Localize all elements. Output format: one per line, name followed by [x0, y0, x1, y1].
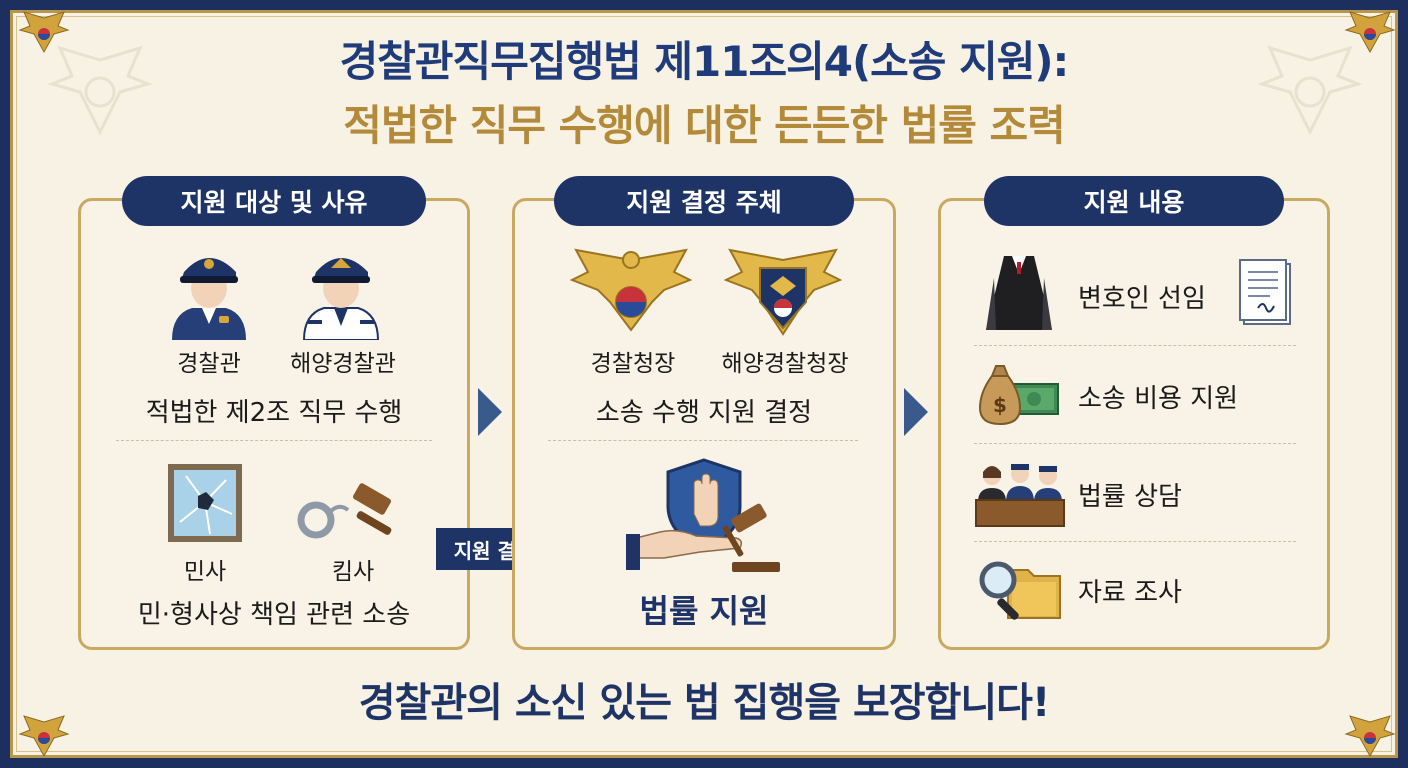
label-coast-guard-officer: 해양경찰관: [290, 351, 396, 377]
corner-emblem-top-left-icon: [18, 11, 70, 54]
panel-support-target: [78, 198, 470, 650]
corner-emblem-bottom-left-icon: [18, 715, 70, 758]
flow-arrow-2: [904, 388, 928, 436]
label-civil: 민사: [183, 559, 227, 585]
watermark-eagle-left-icon: [47, 45, 153, 136]
corner-emblem-top-right-icon: [1344, 11, 1396, 54]
watermark-eagle-right-icon: [1257, 45, 1363, 136]
magnifier-folder-icon: [979, 561, 1061, 620]
lawsuit-text: 민·형사상 책임 관련 소송: [137, 600, 411, 630]
title-line-1: 경찰관직무집행법 제11조의4(소송 지원):: [339, 37, 1070, 86]
police-officer-icon: [172, 258, 246, 340]
divider-right-2: [974, 443, 1296, 444]
coast-guard-emblem-icon: [724, 248, 842, 336]
coast-guard-officer-icon: [302, 258, 380, 340]
divider-right-1: [974, 345, 1296, 346]
legal-support-label: 법률 지원: [639, 592, 769, 630]
police-eagle-emblem-icon: [570, 248, 692, 332]
lawyer-robe-icon: [986, 256, 1052, 330]
support-item-label-3: 자료 조사: [1078, 578, 1182, 608]
label-coast-guard-commissioner: 해양경찰청장: [721, 351, 849, 377]
support-item-label-1: 소송 비용 지원: [1078, 384, 1239, 414]
svg-text:$: $: [993, 393, 1007, 417]
money-bag-icon: $: [978, 365, 1059, 426]
label-police-commissioner: 경찰청장: [590, 351, 676, 377]
panel-decision-authority: [512, 198, 896, 650]
broken-glass-icon: [168, 464, 242, 542]
corner-emblem-bottom-right-icon: [1344, 715, 1396, 758]
label-criminal: 킴사: [331, 559, 375, 585]
panel-heading-decision-authority: 지원 결정 주체: [554, 176, 854, 226]
flow-arrow-1: [478, 388, 502, 436]
panel-heading-support-target: 지원 대상 및 사유: [122, 176, 426, 226]
decision-text: 소송 수행 지원 결정: [595, 398, 813, 428]
divider-left: [116, 440, 432, 441]
label-police-officer: 경찰관: [177, 351, 241, 377]
duty-text: 적법한 제2조 직무 수행: [145, 398, 403, 428]
support-item-label-2: 법률 상담: [1078, 482, 1182, 512]
consultation-icon: [975, 464, 1065, 527]
document-icon: [1239, 259, 1291, 325]
shield-hand-gavel-icon: [626, 458, 780, 572]
footer-slogan: 경찰관의 소신 있는 법 집행을 보장합니다!: [358, 680, 1050, 726]
title-line-2: 적법한 직무 수행에 대한 든든한 법률 조력: [343, 101, 1066, 150]
panel-heading-support-content: 지원 내용: [984, 176, 1284, 226]
divider-right-3: [974, 541, 1296, 542]
handcuffs-gavel-icon: [297, 483, 392, 539]
divider-middle: [548, 440, 858, 441]
support-item-label-0: 변호인 선임: [1078, 284, 1206, 314]
